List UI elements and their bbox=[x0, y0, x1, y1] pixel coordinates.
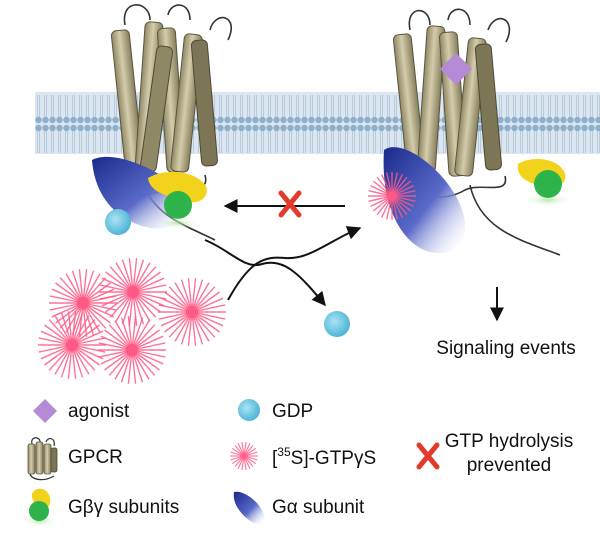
legend-galpha: Gα subunit bbox=[272, 497, 365, 518]
agonist-icon bbox=[33, 399, 57, 423]
legend-gdp: GDP bbox=[272, 401, 313, 422]
gtpgs-entry-arrow bbox=[227, 226, 362, 301]
legend-gtp-hydrolysis-line1: GTP hydrolysis bbox=[445, 431, 573, 452]
free-gtpgs-cluster bbox=[38, 258, 226, 384]
legend-agonist: agonist bbox=[68, 401, 130, 422]
legend: agonist GDP GPCR [35S]-GTPγS GTP hydroly… bbox=[22, 399, 573, 527]
red-x-icon bbox=[278, 190, 302, 218]
gtpgs-molecule bbox=[49, 269, 117, 337]
gpcr-inactive bbox=[110, 4, 232, 241]
legend-gtpgs: [35S]-GTPγS bbox=[272, 445, 376, 469]
gtpgs-molecule bbox=[158, 278, 226, 346]
galpha-gtpgs-complex bbox=[368, 147, 466, 253]
signaling-events-label: Signaling events bbox=[436, 338, 575, 359]
legend-gbg: Gβγ subunits bbox=[68, 497, 179, 518]
red-x-legend-icon bbox=[416, 442, 440, 470]
legend-gpcr: GPCR bbox=[68, 447, 123, 468]
gtpgs-molecule bbox=[99, 258, 167, 326]
galpha-icon bbox=[233, 491, 265, 524]
legend-gtp-hydrolysis-line2: prevented bbox=[467, 455, 552, 476]
gbg-icon bbox=[22, 488, 58, 527]
gdp-icon bbox=[238, 399, 260, 421]
g-protein-inactive bbox=[92, 156, 207, 235]
gpcr-active bbox=[392, 8, 561, 256]
gbg-free bbox=[517, 158, 574, 207]
gtpgs-icon bbox=[230, 442, 258, 470]
gpcr-icon bbox=[27, 437, 58, 481]
gtpgs-molecule bbox=[98, 316, 166, 384]
released-gdp bbox=[324, 311, 350, 337]
gtpgs-molecule bbox=[38, 311, 106, 379]
gdp-release-arrow bbox=[204, 239, 326, 307]
